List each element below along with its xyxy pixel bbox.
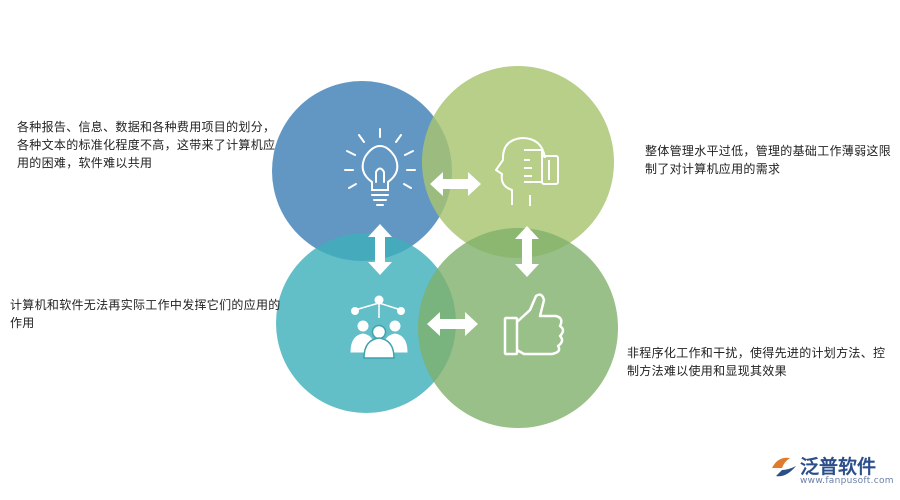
circle-top-right: [422, 66, 614, 258]
brand-logo-icon: [772, 457, 796, 477]
brand-name: 泛普软件: [800, 456, 877, 478]
text-top-right: 整体管理水平过低，管理的基础工作薄弱这限制了对计算机应用的需求: [645, 144, 892, 176]
text-bottom-right: 非程序化工作和干扰，使得先进的计划方法、控制方法难以使用和显现其效果: [627, 346, 886, 378]
text-bottom-left: 计算机和软件无法再实际工作中发挥它们的应用的作用: [10, 298, 281, 330]
horizontal-double-arrow-icon: [427, 312, 478, 336]
head-gear-icon: [495, 137, 559, 206]
thumbs-up-icon: [503, 293, 565, 356]
brand-url: www.fanpusoft.com: [800, 476, 894, 486]
team-network-icon: [350, 295, 408, 359]
brand-watermark: 泛普软件 www.fanpusoft.com: [770, 452, 895, 492]
text-top-left: 各种报告、信息、数据和各种费用项目的划分，各种文本的标准化程度不高，这带来了计算…: [17, 120, 276, 170]
circle-top-left: [272, 81, 452, 261]
lightbulb-icon: [344, 128, 416, 206]
horizontal-double-arrow-icon: [430, 172, 481, 196]
vertical-double-arrow-icon: [368, 224, 392, 275]
vertical-double-arrow-icon: [515, 226, 539, 277]
